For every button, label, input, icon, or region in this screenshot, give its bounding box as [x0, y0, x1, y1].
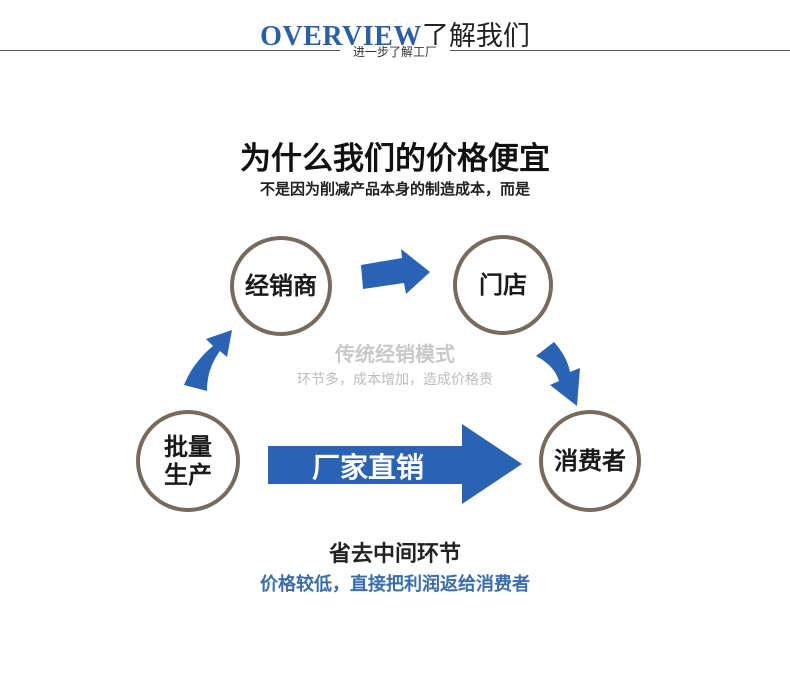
node-distributor: 经销商	[230, 236, 332, 336]
header-subtitle: 进一步了解工厂	[0, 43, 790, 60]
bottom-subtitle: 价格较低，直接把利润返给消费者	[260, 574, 530, 595]
traditional-mode-subtitle: 环节多，成本增加，造成价格贵	[297, 372, 493, 388]
node-consumer: 消费者	[539, 410, 641, 512]
traditional-mode-title: 传统经销模式	[335, 342, 455, 366]
node-distributor-label: 经销商	[245, 271, 317, 301]
node-consumer-label: 消费者	[554, 446, 626, 476]
direct-sales-arrow	[268, 424, 522, 504]
header-line-right	[450, 50, 790, 51]
arrow-store-to-consumer	[536, 342, 580, 406]
bottom-title: 省去中间环节	[328, 541, 461, 567]
arrow-producer-to-distributor	[184, 330, 232, 391]
arrow-distributor-to-store	[361, 249, 430, 294]
node-store: 门店	[453, 235, 553, 335]
header-line-left	[0, 50, 340, 51]
page-title: 为什么我们的价格便宜	[240, 141, 550, 177]
page-subtitle: 不是因为削减产品本身的制造成本，而是	[259, 180, 530, 198]
direct-sales-label: 厂家直销	[311, 451, 424, 484]
node-producer-label-line1: 批量	[164, 432, 212, 462]
node-producer: 批量 生产	[136, 410, 240, 512]
node-producer-label-line2: 生产	[164, 460, 212, 489]
node-store-label: 门店	[479, 270, 527, 300]
